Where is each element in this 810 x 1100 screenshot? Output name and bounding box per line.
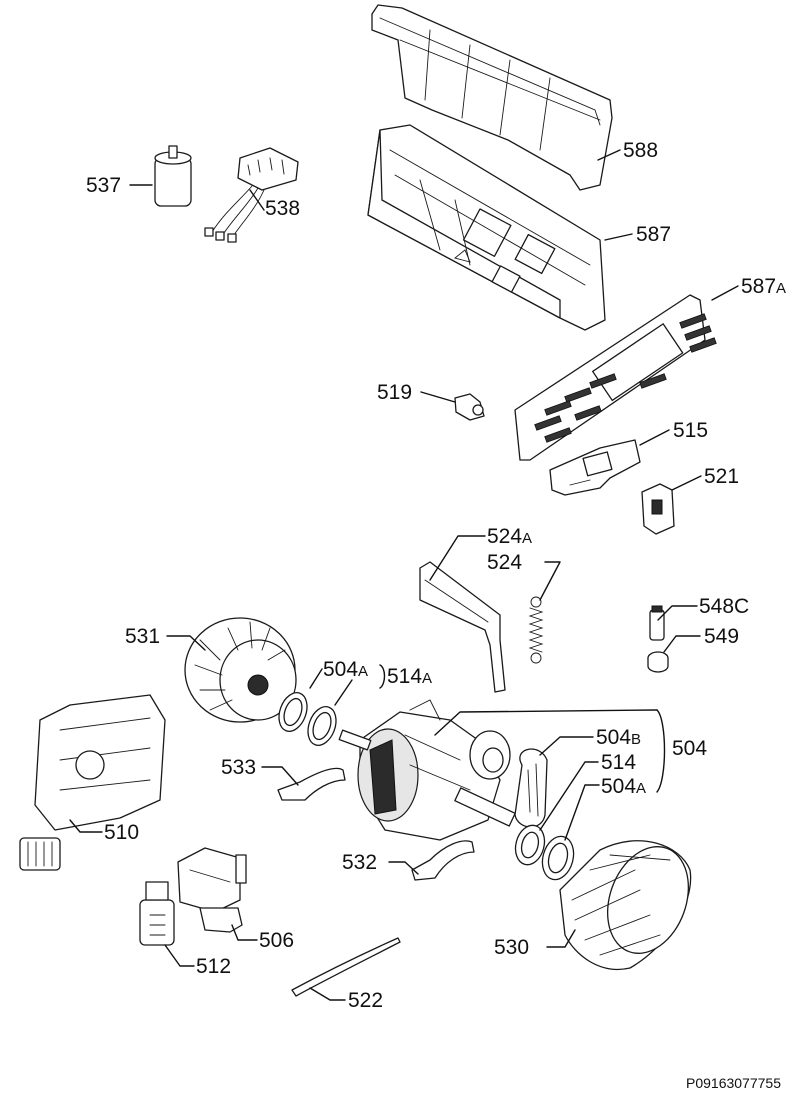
label-522: 522 xyxy=(348,989,383,1012)
label-548c: 548C xyxy=(699,595,749,618)
part-524a-bracket xyxy=(419,561,506,693)
part-524-spring xyxy=(528,596,544,664)
part-533-bracket xyxy=(277,767,346,801)
label-504a-top: 504A xyxy=(323,658,368,681)
part-522-strip xyxy=(291,937,401,997)
label-510: 510 xyxy=(104,821,139,844)
callout-labels: 537 538 588 587 587A 519 515 521 524A 52… xyxy=(86,139,786,1012)
part-532-bracket xyxy=(411,840,475,881)
part-587-control-module xyxy=(367,124,606,331)
part-512-component xyxy=(139,881,175,946)
label-587a: 587A xyxy=(741,275,786,298)
part-549-bushing xyxy=(647,651,669,673)
part-510-component xyxy=(19,694,166,871)
label-532: 532 xyxy=(342,851,377,874)
label-504a-bottom: 504A xyxy=(601,775,646,798)
label-515: 515 xyxy=(673,419,708,442)
part-504a-ring-top xyxy=(278,692,308,732)
part-587a-pcb xyxy=(514,294,717,461)
label-530: 530 xyxy=(494,936,529,959)
label-537: 537 xyxy=(86,174,121,197)
label-504b: 504B xyxy=(596,726,641,749)
label-587: 587 xyxy=(636,223,671,246)
label-514a: 514A xyxy=(387,665,432,688)
part-537-capacitor xyxy=(154,145,192,207)
part-538-connector xyxy=(204,147,299,243)
label-524: 524 xyxy=(487,551,522,574)
label-519: 519 xyxy=(377,381,412,404)
label-514: 514 xyxy=(601,751,636,774)
part-514-ring xyxy=(514,824,546,866)
part-504a-ring-bottom xyxy=(541,835,575,881)
part-530-fan xyxy=(559,840,692,970)
label-524a: 524A xyxy=(487,525,532,548)
part-588-top-cover xyxy=(371,4,613,191)
part-531-fan xyxy=(184,617,297,723)
label-512: 512 xyxy=(196,955,231,978)
part-504-motor xyxy=(338,699,516,841)
part-519-sensor xyxy=(454,393,485,421)
part-514a-ring xyxy=(307,706,337,746)
label-521: 521 xyxy=(704,465,739,488)
label-538: 538 xyxy=(265,197,300,220)
label-506: 506 xyxy=(259,929,294,952)
diagram-code: P09163077755 xyxy=(686,1075,781,1091)
part-515-switch xyxy=(549,439,641,496)
part-548c-component xyxy=(649,605,665,641)
leader-lines xyxy=(69,149,739,1001)
label-533: 533 xyxy=(221,756,256,779)
label-588: 588 xyxy=(623,139,658,162)
label-504: 504 xyxy=(672,737,707,760)
part-521-component xyxy=(641,483,675,535)
part-504b-belt xyxy=(514,748,548,828)
part-506-component xyxy=(177,847,247,933)
label-531: 531 xyxy=(125,625,160,648)
label-549: 549 xyxy=(704,625,739,648)
